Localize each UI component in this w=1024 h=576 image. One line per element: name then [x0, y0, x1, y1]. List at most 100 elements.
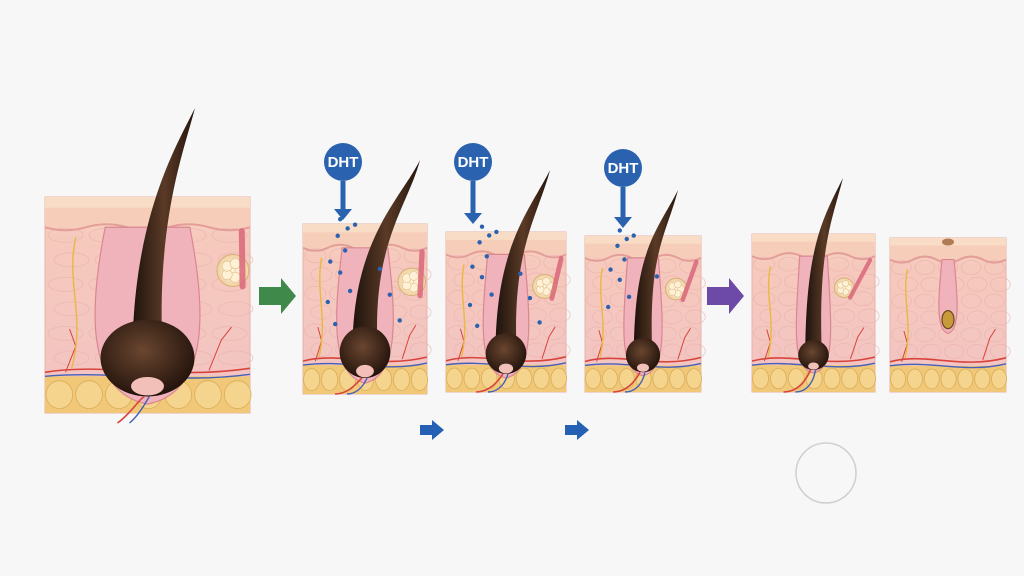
capillary: [849, 327, 865, 360]
dht-label: DHT: [328, 154, 359, 171]
fat-cell: [974, 368, 991, 390]
dermis-cell: [586, 258, 607, 274]
dht-badge-icon: DHT: [604, 149, 642, 228]
fat-cell: [940, 368, 957, 390]
stratum-corneum: [45, 197, 250, 208]
fat-cell: [907, 368, 923, 390]
fat-cell: [669, 368, 686, 390]
fat-cell: [463, 367, 481, 390]
dermis-cell: [592, 275, 613, 291]
dermis-cell: [685, 343, 706, 359]
dermis-cell: [310, 267, 333, 282]
dermis-cell: [304, 323, 327, 339]
root-vein: [795, 369, 817, 393]
stratum-corneum: [446, 232, 566, 240]
fat-cell: [859, 367, 877, 390]
root-artery: [612, 371, 641, 393]
dermis-cell: [891, 327, 912, 343]
dermis-cell: [966, 344, 988, 359]
fat-cell: [446, 367, 463, 390]
fat-cell: [602, 368, 618, 390]
dht-particle: [397, 318, 402, 323]
dht-particle: [479, 224, 485, 229]
stage-1-healthy-follicle: [44, 108, 254, 424]
dermis-cell: [891, 260, 912, 275]
root-vein: [346, 377, 368, 395]
dht-particle: [617, 228, 622, 233]
nerve-fiber: [599, 267, 604, 358]
arrector-pili-muscle: [238, 228, 246, 290]
dht-badge-icon: DHT: [324, 143, 362, 220]
dht-particle: [494, 229, 499, 235]
artery: [889, 357, 1007, 363]
gland-lobule: [674, 280, 682, 289]
dermis-cell: [549, 307, 571, 323]
dermal-papilla: [808, 362, 819, 370]
dht-particle: [606, 304, 611, 310]
dermis-cell: [897, 276, 918, 292]
nerve-fiber: [904, 269, 909, 358]
dht-particle: [387, 292, 392, 297]
dermis-cell: [960, 327, 982, 343]
dht-particle: [527, 295, 533, 301]
dermis-cell: [679, 292, 700, 308]
fat-cell: [686, 368, 702, 390]
dermis-cell: [753, 325, 776, 341]
dermis-cell: [943, 344, 965, 359]
dermis-cell: [53, 350, 90, 366]
fat-cell: [223, 380, 252, 409]
dermis-cell: [960, 293, 982, 309]
root-artery: [334, 377, 363, 395]
fat-cell: [75, 380, 103, 409]
dermis-cell: [914, 293, 936, 309]
capillary: [677, 328, 691, 360]
dermis-cell: [47, 227, 84, 243]
vein: [889, 363, 1007, 369]
fat-cell: [787, 367, 805, 390]
dht-particle: [335, 233, 340, 238]
dermis-cell: [679, 326, 700, 342]
root-vein: [129, 395, 151, 424]
dermis-cell: [661, 343, 683, 359]
dht-badge-icon: DHT: [454, 143, 492, 224]
stage-5-follicle: [751, 178, 880, 393]
hair-bulb: [100, 319, 195, 397]
dermis-cell: [53, 301, 90, 317]
arrector-pili-muscle: [848, 258, 873, 300]
dermis-cell: [403, 323, 426, 339]
dermis-cell: [833, 308, 855, 324]
dht-particle: [333, 321, 338, 327]
arrector-pili-muscle: [417, 249, 425, 299]
stratum-corneum: [752, 234, 875, 242]
fat-cell: [411, 368, 429, 391]
fat-cell: [515, 367, 533, 390]
hair-bulb: [798, 340, 829, 371]
dermal-papilla: [637, 363, 649, 372]
hair-shaft: [495, 170, 550, 350]
dermis-cell: [851, 325, 874, 341]
dermis-cell: [990, 310, 1011, 326]
dormant-bulb: [941, 310, 955, 330]
dermis-cell: [685, 309, 706, 325]
fat-cell: [194, 380, 222, 409]
capillary: [982, 328, 996, 360]
dht-particle: [467, 302, 473, 308]
dermis-cell: [920, 344, 942, 359]
dermis-cell: [833, 343, 855, 358]
circle-outline-icon: [795, 442, 857, 504]
dermis-cell: [409, 342, 432, 358]
dermis-cell: [857, 343, 880, 358]
arrector-pili-muscle: [549, 255, 564, 301]
gland-lobule: [542, 277, 551, 286]
dermis-cell: [217, 350, 254, 366]
stage-6-dormant-follicle: [889, 237, 1011, 393]
dermis-cell: [304, 285, 327, 301]
dht-particle: [622, 257, 627, 262]
dht-particle: [470, 264, 475, 269]
dermis-cell: [753, 291, 776, 307]
fat-cell: [303, 368, 321, 391]
dht-particle: [338, 217, 343, 222]
fat-cell: [652, 368, 669, 390]
hair-shaft: [132, 108, 195, 351]
